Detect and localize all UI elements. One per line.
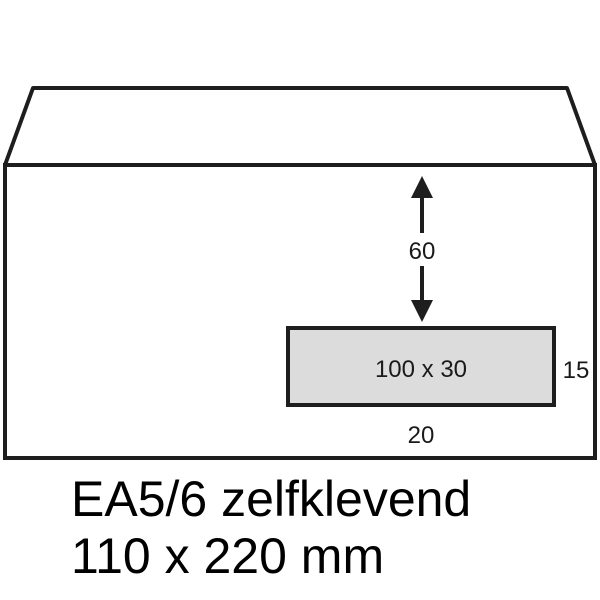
envelope-diagram: 60 100 x 30 15 20 [3,86,597,460]
bottom-offset-label: 20 [408,422,435,449]
caption-product-name: EA5/6 zelfklevend [71,471,472,527]
top-offset-label: 60 [409,238,436,265]
envelope-body [3,163,597,460]
vertical-dimension-arrow-icon [411,176,433,322]
envelope-flap [3,86,597,167]
envelope-window [286,326,556,407]
caption-dimensions: 110 x 220 mm [71,528,385,584]
right-offset-label: 15 [563,357,590,384]
window-size-label: 100 x 30 [375,356,467,383]
